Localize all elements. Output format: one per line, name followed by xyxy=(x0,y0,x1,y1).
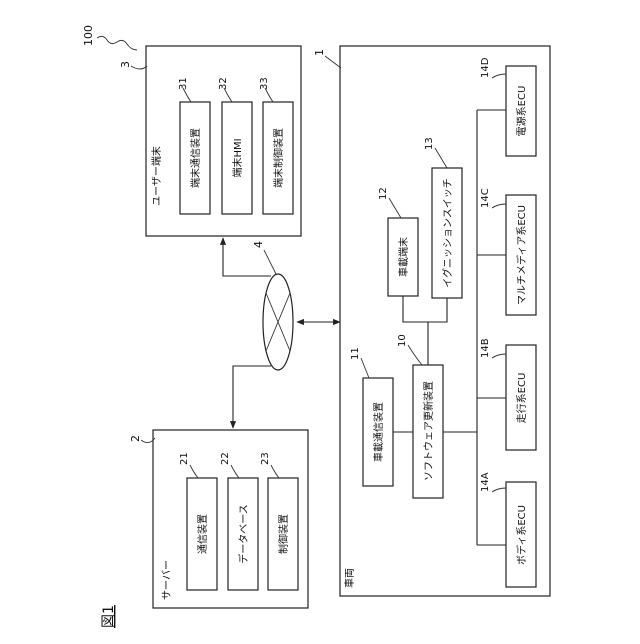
vehicle-title: 車両 xyxy=(343,568,356,588)
user-terminal-leader xyxy=(131,66,147,69)
leader-4 xyxy=(264,250,276,274)
onboard-terminal-number: 12 xyxy=(378,187,389,200)
body-ecu-number: 14A xyxy=(480,472,491,492)
driving-ecu-number: 14B xyxy=(480,338,491,358)
multimedia-ecu-number: 14C xyxy=(480,188,491,208)
software-updater-label: ソフトウェア更新装置 xyxy=(422,381,435,481)
user-terminal-title: ユーザー端末 xyxy=(150,146,163,206)
server-control-device-label: 制御装置 xyxy=(277,514,290,554)
server-title: サーバー xyxy=(161,560,173,600)
server-control-device-number: 23 xyxy=(260,452,271,465)
software-updater-number: 10 xyxy=(397,334,408,347)
system-ref-number: 100 xyxy=(82,25,95,46)
multimedia-ecu-label: マルチメディア系ECU xyxy=(515,205,528,305)
server-number: 2 xyxy=(129,435,142,442)
database-label: データベース xyxy=(237,504,250,564)
ignition-switch-label: イグニッションスイッチ xyxy=(441,178,454,288)
figure-label: 図1 xyxy=(101,605,117,628)
vehicle-comm-device-label: 車載通信装置 xyxy=(372,402,385,462)
terminal-hmi-label: 端末HMI xyxy=(231,138,244,177)
vehicle-leader xyxy=(325,56,341,68)
server-comm-device-label: 通信装置 xyxy=(196,514,209,554)
terminal-hmi-number: 32 xyxy=(218,77,229,90)
body-ecu-label: ボディ系ECU xyxy=(515,505,528,565)
ignition-switch-number: 13 xyxy=(424,137,435,150)
vehicle-number: 1 xyxy=(313,49,326,56)
database-number: 22 xyxy=(220,452,231,465)
terminal-comm-device-label: 端末通信装置 xyxy=(189,128,202,188)
terminal-control-device-number: 33 xyxy=(259,77,270,90)
terminal-control-device-label: 端末制御装置 xyxy=(272,128,285,188)
server-comm-device-number: 21 xyxy=(179,452,190,465)
link-network-server xyxy=(233,366,271,428)
vehicle-comm-device-number: 11 xyxy=(350,347,361,360)
onboard-terminal-label: 車載端末 xyxy=(397,237,410,277)
power-ecu-number: 14D xyxy=(480,57,491,78)
network-number: 4 xyxy=(252,241,265,248)
driving-ecu-label: 走行系ECU xyxy=(515,373,528,424)
user-terminal-number: 3 xyxy=(119,61,132,68)
power-ecu-label: 電源系ECU xyxy=(515,86,528,137)
ref-squiggle xyxy=(97,36,137,50)
